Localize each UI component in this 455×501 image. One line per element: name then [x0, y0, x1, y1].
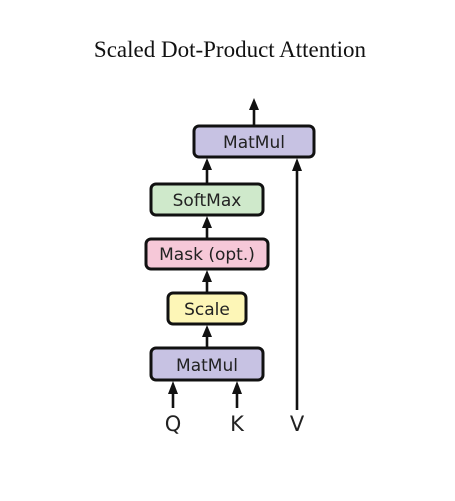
matmul-top-box [192, 124, 316, 159]
scale-box [166, 291, 248, 326]
v-input-label: V [290, 412, 305, 436]
softmax-node: SoftMax [149, 182, 265, 217]
softmax-box [149, 182, 265, 217]
matmul-bottom-node: MatMul [149, 346, 265, 382]
softmax-to-matmul-arrow [202, 158, 212, 184]
diagram-title: Scaled Dot-Product Attention [94, 37, 367, 62]
q-input-label: Q [165, 412, 182, 436]
matmul-top-label: MatMul [223, 133, 285, 153]
matmul-to-scale-arrow [202, 325, 212, 348]
output-arrow [249, 98, 259, 126]
softmax-label: SoftMax [173, 191, 242, 211]
q-arrow [168, 381, 178, 408]
scale-label: Scale [184, 300, 230, 320]
matmul-top-node: MatMul [192, 124, 316, 159]
matmul-bottom-box [149, 346, 265, 382]
k-input-label: K [230, 412, 245, 436]
matmul-bottom-label: MatMul [176, 356, 238, 376]
mask-to-softmax-arrow [202, 216, 212, 239]
mask-node: Mask (opt.) [144, 237, 270, 271]
mask-label: Mask (opt.) [159, 245, 255, 265]
scale-node: Scale [166, 291, 248, 326]
k-arrow [232, 381, 242, 408]
mask-box [144, 237, 270, 271]
scale-to-mask-arrow [202, 270, 212, 293]
v-arrow [292, 158, 302, 410]
